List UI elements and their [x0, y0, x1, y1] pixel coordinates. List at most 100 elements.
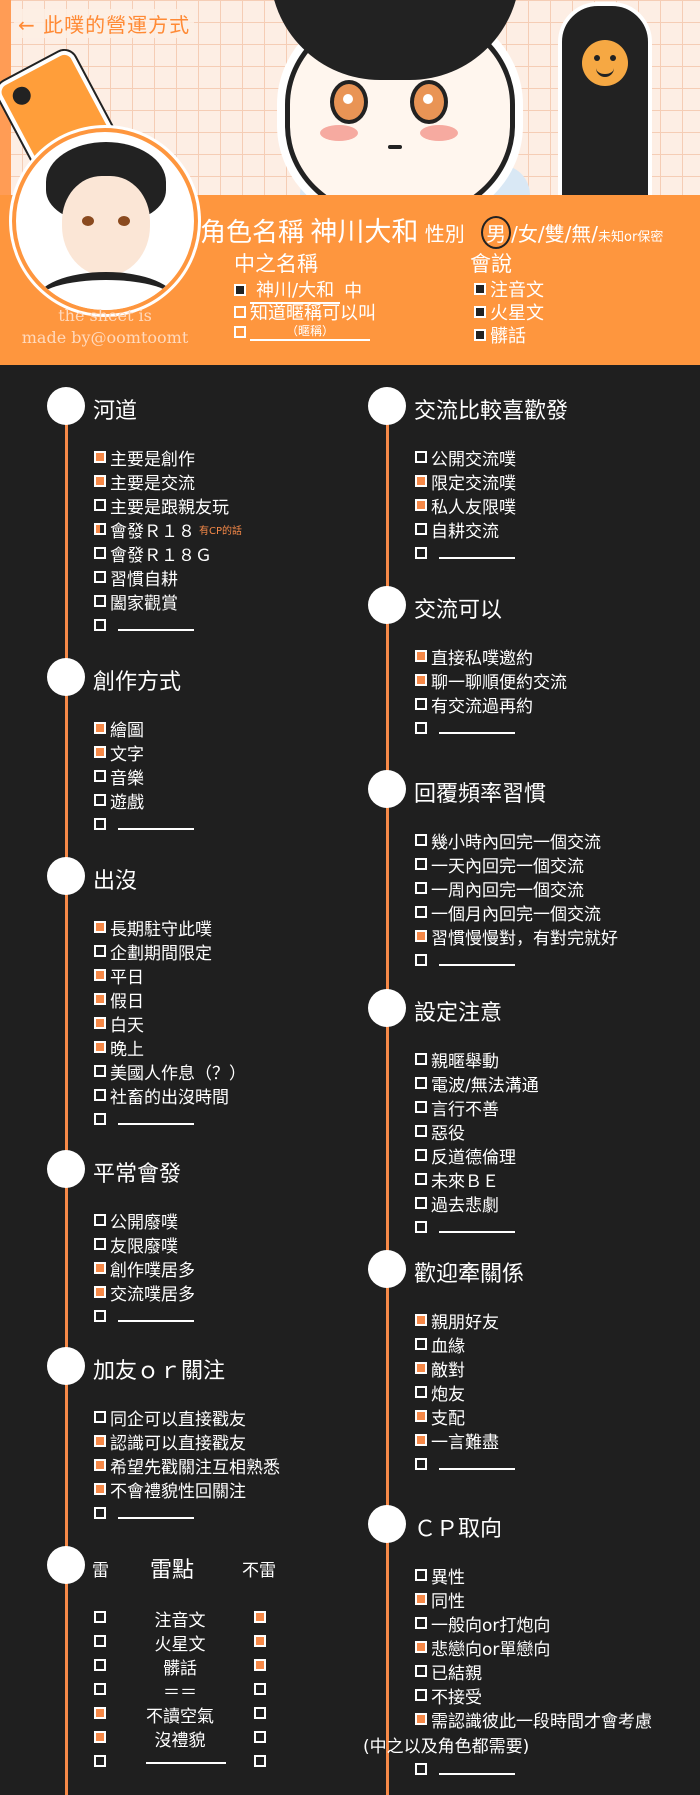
checklist-item[interactable]: 會發Ｒ１８Ｇ — [94, 542, 212, 566]
checklist-item[interactable]: 闔家觀賞 — [94, 590, 178, 614]
blank-line[interactable] — [439, 1458, 515, 1470]
dislike-no-checkbox[interactable] — [254, 1731, 266, 1743]
checkbox[interactable] — [94, 571, 106, 583]
checkbox[interactable] — [94, 523, 106, 535]
checklist-item[interactable] — [94, 614, 194, 636]
checklist-item[interactable]: 平日 — [94, 964, 144, 988]
dislike-no-checkbox[interactable] — [254, 1683, 266, 1695]
checkbox[interactable] — [415, 1386, 427, 1398]
dislike-yes-checkbox[interactable] — [94, 1635, 106, 1647]
checklist-item[interactable] — [94, 1305, 194, 1327]
checkbox[interactable] — [94, 1113, 106, 1125]
checklist-item[interactable] — [415, 949, 515, 971]
checklist-item[interactable]: 公開廢噗 — [94, 1209, 178, 1233]
checkbox[interactable] — [415, 1077, 427, 1089]
checklist-item[interactable] — [415, 717, 515, 739]
checklist-item[interactable]: 不會禮貌性回關注 — [94, 1478, 246, 1502]
dislike-no-checkbox[interactable] — [254, 1707, 266, 1719]
checklist-item[interactable] — [415, 1758, 515, 1780]
dislike-no-checkbox[interactable] — [254, 1635, 266, 1647]
checklist-item[interactable]: 認識可以直接戳友 — [94, 1430, 246, 1454]
checklist-item[interactable]: 創作噗居多 — [94, 1257, 195, 1281]
checkbox[interactable] — [415, 1617, 427, 1629]
speaks-row[interactable]: 注音文 — [474, 276, 544, 302]
checkbox[interactable] — [415, 698, 427, 710]
checklist-item[interactable]: 需認識彼此一段時間才會考慮 — [415, 1708, 652, 1732]
checklist-item[interactable] — [94, 813, 194, 835]
checklist-item[interactable]: 不接受 — [415, 1684, 482, 1708]
checkbox[interactable] — [415, 674, 427, 686]
gender-selected[interactable]: 男 — [481, 216, 512, 249]
checklist-item[interactable] — [415, 542, 515, 564]
blank-line[interactable] — [118, 1310, 194, 1322]
checkbox[interactable] — [94, 1483, 106, 1495]
checkbox[interactable] — [94, 794, 106, 806]
checkbox[interactable] — [415, 1197, 427, 1209]
dislike-no-checkbox[interactable] — [254, 1611, 266, 1623]
checklist-item[interactable]: 炮友 — [415, 1381, 465, 1405]
checklist-item[interactable]: 公開交流噗 — [415, 446, 516, 470]
checklist-item[interactable]: 親暱舉動 — [415, 1048, 499, 1072]
checkbox[interactable] — [415, 475, 427, 487]
checklist-item[interactable]: 過去悲劇 — [415, 1192, 499, 1216]
checkbox[interactable] — [415, 834, 427, 846]
cv-row-name[interactable]: 神川/大和 中 — [234, 276, 362, 304]
dislike-yes-checkbox[interactable] — [94, 1707, 106, 1719]
checkbox[interactable] — [94, 945, 106, 957]
checklist-item[interactable]: 主要是跟親友玩 — [94, 494, 229, 518]
checklist-item[interactable]: 同企可以直接戳友 — [94, 1406, 246, 1430]
checkbox[interactable] — [415, 1665, 427, 1677]
checklist-item[interactable]: 已結親 — [415, 1660, 482, 1684]
checkbox[interactable] — [415, 1410, 427, 1422]
blank-line[interactable] — [439, 547, 515, 559]
checkbox[interactable] — [474, 283, 486, 295]
checkbox[interactable] — [94, 595, 106, 607]
checkbox[interactable] — [94, 1262, 106, 1274]
checklist-item[interactable]: 一天內回完一個交流 — [415, 853, 584, 877]
checklist-item[interactable]: 異性 — [415, 1564, 465, 1588]
checkbox[interactable] — [94, 770, 106, 782]
dislike-yes-checkbox[interactable] — [94, 1683, 106, 1695]
blank-line[interactable] — [118, 619, 194, 631]
checklist-item[interactable]: 幾小時內回完一個交流 — [415, 829, 601, 853]
checkbox[interactable] — [94, 1089, 106, 1101]
checkbox[interactable] — [234, 325, 246, 338]
checkbox[interactable] — [415, 882, 427, 894]
checklist-item[interactable]: 友限廢噗 — [94, 1233, 178, 1257]
checkbox[interactable] — [94, 547, 106, 559]
checklist-item[interactable]: 一周內回完一個交流 — [415, 877, 584, 901]
blank-line[interactable] — [146, 1762, 226, 1764]
checkbox[interactable] — [415, 523, 427, 535]
dislike-yes-checkbox[interactable] — [94, 1731, 106, 1743]
checklist-item[interactable]: 同性 — [415, 1588, 465, 1612]
blank-line[interactable] — [439, 954, 515, 966]
checklist-item[interactable]: 言行不善 — [415, 1096, 499, 1120]
checklist-item[interactable]: 習慣慢慢對，有對完就好 — [415, 925, 618, 949]
checkbox[interactable] — [94, 451, 106, 463]
checklist-item[interactable] — [415, 1453, 515, 1475]
checkbox[interactable] — [415, 1362, 427, 1374]
checklist-item[interactable]: 限定交流噗 — [415, 470, 516, 494]
checkbox[interactable] — [94, 1507, 106, 1519]
dislike-yes-checkbox[interactable] — [94, 1611, 106, 1623]
checklist-item[interactable] — [415, 1216, 515, 1238]
cv-row-nickname-ok[interactable]: 知道暱稱可以叫 — [234, 299, 376, 325]
checklist-item[interactable]: 血緣 — [415, 1333, 465, 1357]
checkbox[interactable] — [415, 1221, 427, 1233]
checklist-item[interactable]: 美國人作息（？） — [94, 1060, 246, 1084]
checklist-item[interactable]: 主要是創作 — [94, 446, 195, 470]
checkbox[interactable] — [415, 1763, 427, 1775]
checkbox[interactable] — [94, 969, 106, 981]
checklist-item[interactable]: 企劃期間限定 — [94, 940, 212, 964]
checkbox[interactable] — [234, 306, 246, 318]
checkbox[interactable] — [415, 722, 427, 734]
blank-line[interactable] — [439, 722, 515, 734]
checklist-item[interactable]: 聊一聊順便約交流 — [415, 669, 567, 693]
checkbox[interactable] — [415, 1713, 427, 1725]
checkbox[interactable] — [94, 475, 106, 487]
checkbox[interactable] — [94, 499, 106, 511]
checklist-item[interactable]: 音樂 — [94, 765, 144, 789]
dislike-yes-checkbox[interactable] — [94, 1659, 106, 1671]
checkbox[interactable] — [94, 1214, 106, 1226]
cv-row-nickname[interactable]: （暱稱） — [234, 322, 370, 341]
